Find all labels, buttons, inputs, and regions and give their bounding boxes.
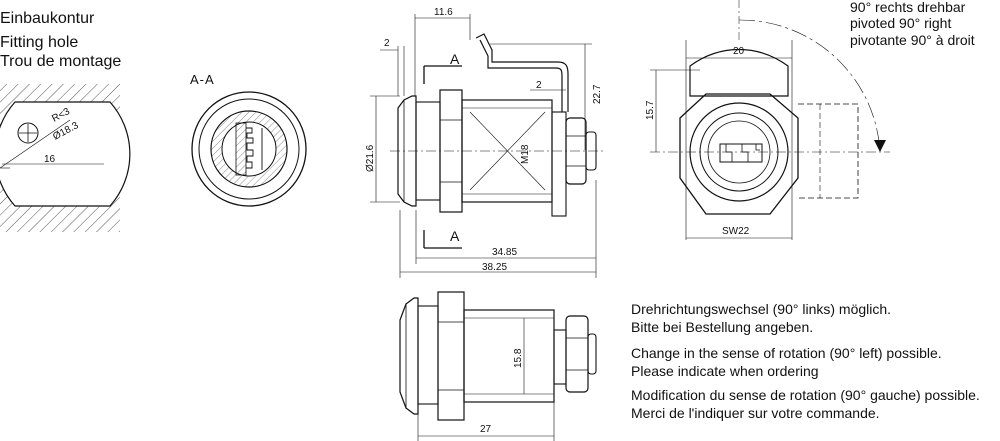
- dim-11-6: 11.6: [434, 7, 453, 18]
- dim-sw22: SW22: [722, 226, 750, 237]
- rotation-line-en: pivoted 90° right: [850, 15, 952, 31]
- rotation-line-de: 90° rechts drehbar: [850, 0, 966, 15]
- note-fr-2: Merci de l'indiquer sur votre commande.: [631, 405, 880, 421]
- dim-38-25: 38.25: [482, 262, 507, 273]
- note-en-1: Change in the sense of rotation (90° lef…: [631, 345, 942, 361]
- bottom-view: [399, 291, 597, 441]
- dim-27: 27: [480, 424, 492, 435]
- fitting-title-en: Fitting hole: [0, 34, 79, 51]
- note-en-2: Please indicate when ordering: [631, 363, 819, 379]
- front-view: [650, 0, 890, 240]
- dim-2-top: 2: [384, 38, 390, 49]
- section-view: [191, 91, 307, 207]
- dim-2-cam: 2: [536, 80, 542, 91]
- side-view: [370, 14, 605, 278]
- section-mark-bottom: A: [450, 228, 460, 244]
- dim-34-85: 34.85: [492, 247, 517, 258]
- note-de-1: Drehrichtungswechsel (90° links) möglich…: [631, 301, 892, 317]
- dim-15-8: 15.8: [513, 348, 524, 368]
- thread-label: M18: [520, 144, 531, 164]
- dim-15-7: 15.7: [645, 100, 656, 120]
- note-fr-1: Modification du sense de rotation (90° g…: [631, 387, 980, 403]
- section-mark-top: A: [450, 51, 460, 67]
- fitting-width-label: 16: [44, 154, 56, 165]
- note-de-2: Bitte bei Bestellung angeben.: [631, 319, 814, 335]
- dim-width-20: 20: [733, 46, 745, 57]
- fitting-title-fr: Trou de montage: [0, 53, 122, 70]
- rotation-line-fr: pivotante 90° à droit: [850, 32, 975, 48]
- fitting-hole-drawing: [0, 84, 131, 232]
- dim-22-7: 22.7: [592, 84, 603, 104]
- dim-diameter-21-6: Ø21.6: [365, 144, 376, 172]
- section-label: A-A: [190, 72, 215, 87]
- fitting-title-de: Einbaukontur: [0, 10, 95, 27]
